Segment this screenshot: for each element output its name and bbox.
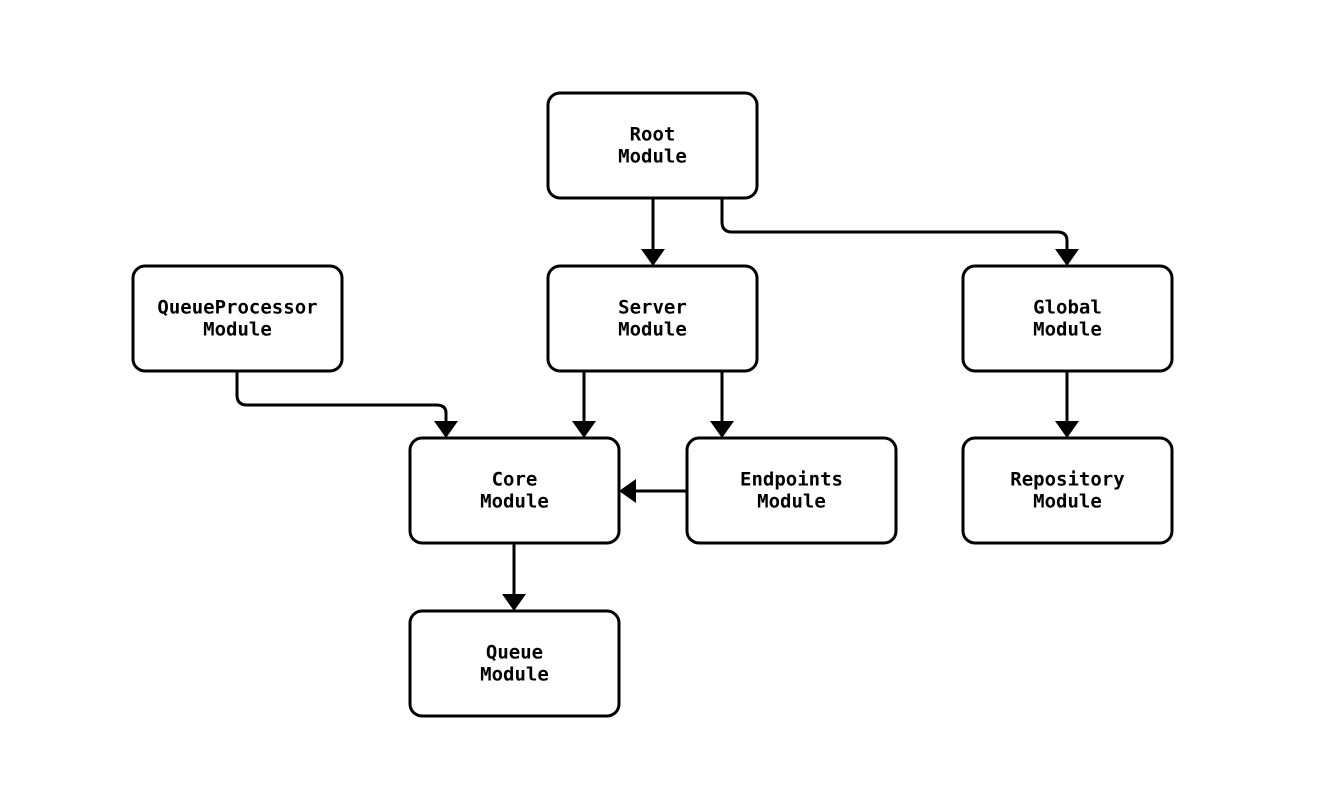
arrowhead-queueprocessor-core [434, 421, 458, 438]
edge-queueprocessor-core [235, 371, 448, 421]
arrowhead-endpoints-core [619, 479, 636, 503]
arrowhead-global-repository [1055, 421, 1079, 438]
arrowhead-core-queue [502, 594, 526, 611]
node-box-core [408, 436, 621, 545]
node-box-root [546, 91, 759, 200]
arrowhead-server-endpoints [710, 421, 734, 438]
node-box-repository [961, 436, 1174, 545]
node-box-endpoints [685, 436, 898, 545]
arrowhead-root-global [1055, 249, 1079, 266]
node-box-queue [408, 609, 621, 718]
arrowhead-server-core [572, 421, 596, 438]
arrowhead-root-server [641, 249, 665, 266]
node-box-queueprocessor [131, 264, 344, 373]
node-box-server [546, 264, 759, 373]
edge-root-global [720, 198, 1069, 249]
node-box-global [961, 264, 1174, 373]
